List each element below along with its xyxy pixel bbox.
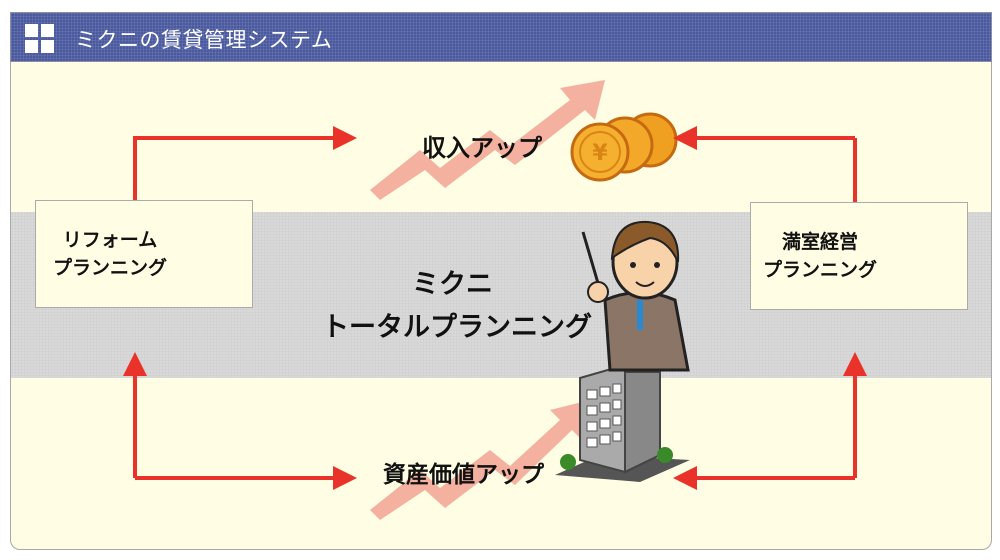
left-box-line2: プランニング xyxy=(52,257,167,279)
left-box-line1: リフォーム xyxy=(62,229,158,251)
app-title: ミクニの賃貸管理システム xyxy=(75,28,333,52)
center-title-line1: ミクニ xyxy=(412,269,493,300)
reform-planning-label: リフォーム プランニング xyxy=(40,226,180,282)
asset-value-up-label: 資産価値アップ xyxy=(383,462,544,488)
building-icon xyxy=(555,363,690,482)
center-title-line2: トータルプランニング xyxy=(322,312,592,343)
rising-arrow-top xyxy=(370,80,605,200)
income-up-label: 収入アップ xyxy=(422,134,542,162)
right-box-line2: プランニング xyxy=(762,259,877,281)
grid-icon xyxy=(25,24,55,54)
svg-text:¥: ¥ xyxy=(592,141,608,166)
reform-planning-box xyxy=(35,200,253,308)
rising-arrow-bottom xyxy=(370,400,590,520)
full-occupancy-planning-label: 満室経営 プランニング xyxy=(755,228,885,284)
presenter-figure xyxy=(581,220,690,372)
right-box-line1: 満室経営 xyxy=(781,231,858,253)
full-occupancy-planning-box xyxy=(750,202,968,310)
yen-coins-icon: ¥ xyxy=(570,112,678,182)
app-header: ミクニの賃貸管理システム xyxy=(10,12,992,62)
